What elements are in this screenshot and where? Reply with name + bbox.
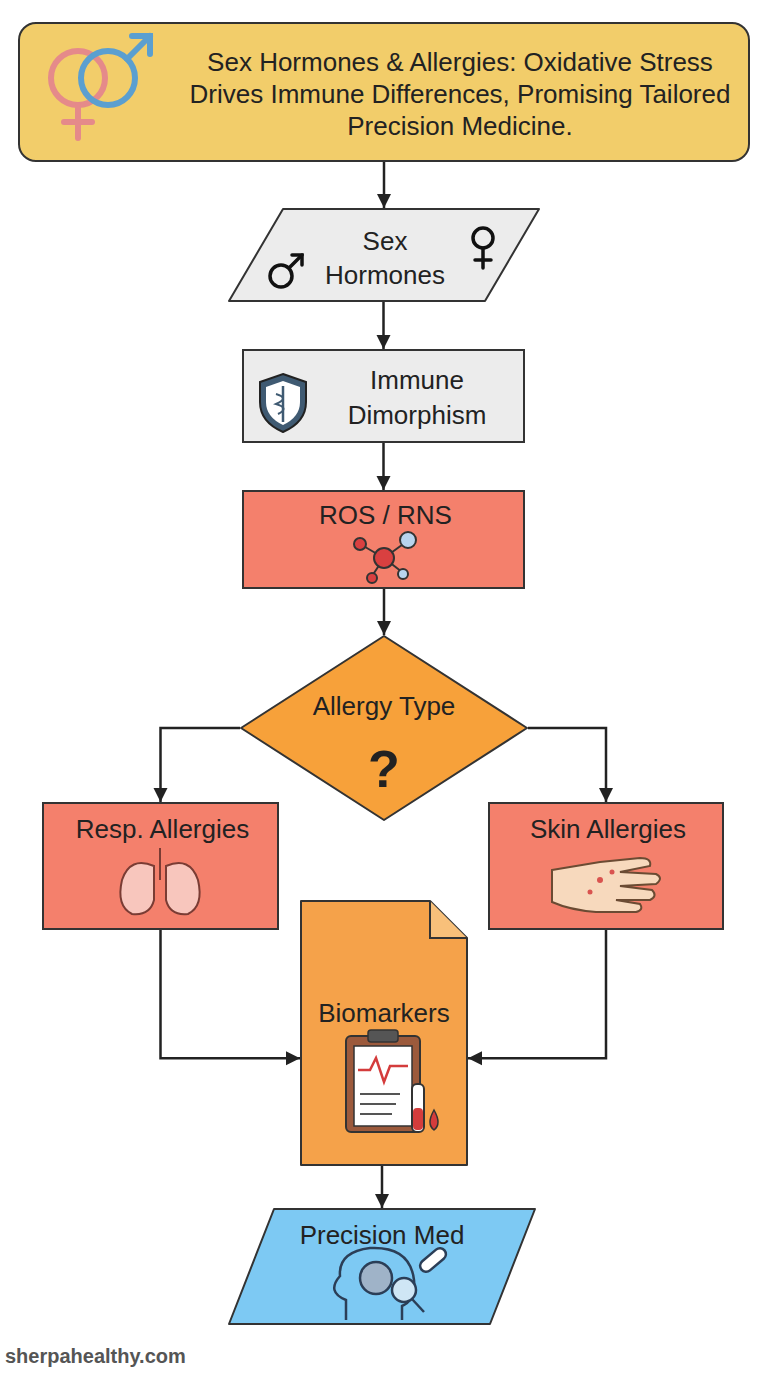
flow-arrow — [383, 162, 386, 208]
decision-diamond: Allergy Type? — [240, 635, 528, 821]
node-shape — [301, 901, 467, 1165]
page-fold — [430, 901, 467, 938]
node-label: ROS / RNS — [244, 498, 527, 532]
node-label: Biomarkers — [300, 996, 468, 1030]
process-box: ROS / RNS — [242, 490, 525, 589]
flow-arrow — [381, 1166, 384, 1208]
molecule-icon — [354, 532, 416, 583]
flow-arrow — [161, 728, 241, 802]
watermark: sherpahealthy.com — [5, 1345, 186, 1368]
node-label: ? — [334, 739, 434, 799]
node-shape — [229, 1209, 535, 1324]
female-symbol — [473, 228, 493, 268]
node-shape — [229, 209, 539, 301]
flow-arrow — [382, 443, 385, 490]
node-shape — [241, 636, 527, 820]
node-label: Sex Hormones — [315, 224, 455, 292]
flow-arrow — [468, 930, 606, 1058]
lungs-icon — [120, 848, 199, 914]
clipboard-icon — [346, 1030, 438, 1132]
node-label: Precision Med — [268, 1218, 496, 1252]
node-label: Immune Dimorphism — [322, 363, 512, 433]
io-box: Sex Hormones — [228, 208, 540, 302]
flow-arrow — [383, 589, 386, 635]
flow-arrow — [382, 302, 385, 349]
node-label: Allergy Type — [260, 689, 508, 723]
node-label: Skin Allergies — [490, 812, 726, 846]
title-text: Sex Hormones & Allergies: Oxidative Stre… — [170, 46, 750, 142]
flow-arrow — [528, 728, 606, 802]
male-symbol — [270, 255, 302, 287]
gender-icon — [51, 36, 150, 138]
flow-arrow — [161, 930, 301, 1058]
shield-icon — [260, 374, 306, 432]
node-label: Resp. Allergies — [44, 812, 281, 846]
hand-icon — [552, 858, 660, 912]
head-icon — [334, 1246, 448, 1320]
